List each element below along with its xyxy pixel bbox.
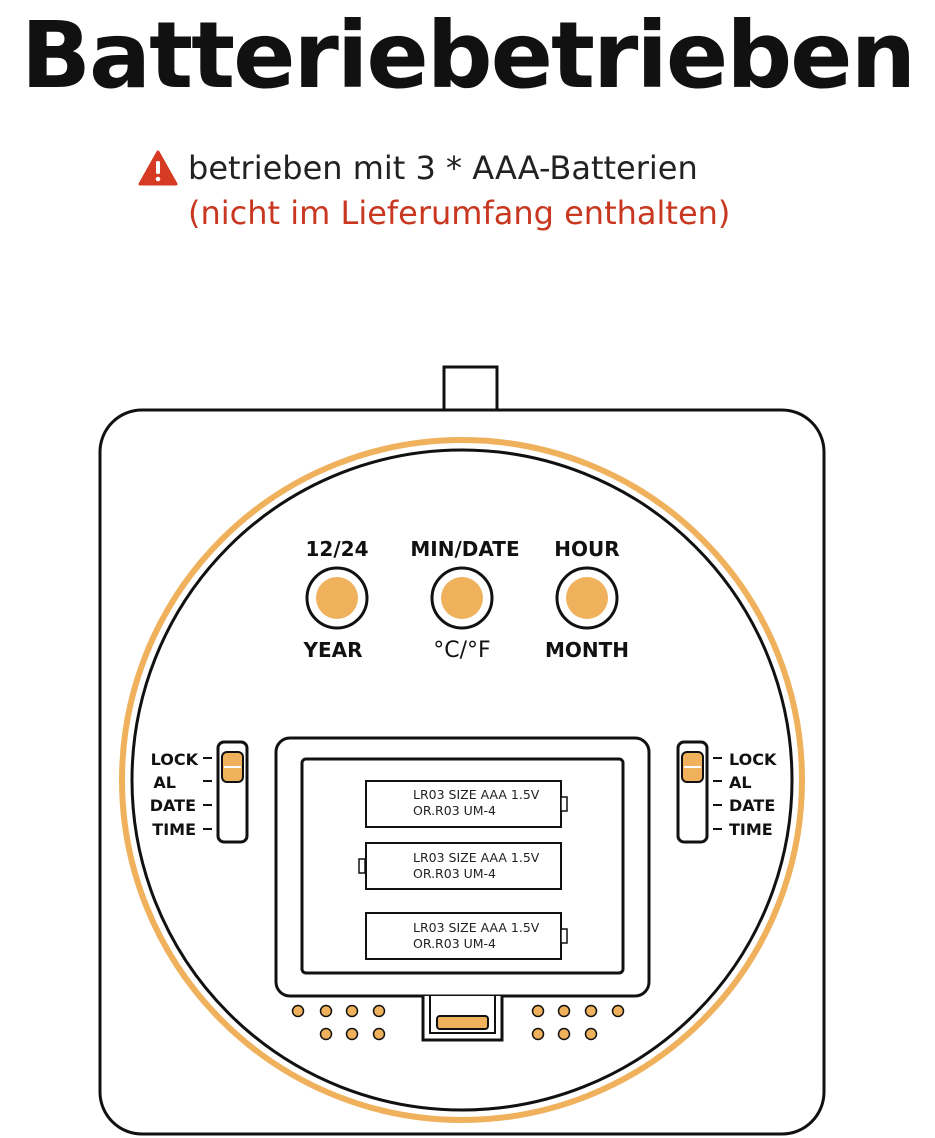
- inner-ring: [130, 448, 794, 1112]
- setting-button-1[interactable]: [305, 566, 369, 630]
- button-2-top-label: MIN/DATE: [410, 537, 519, 561]
- right-switch-label-time: TIME: [729, 820, 773, 839]
- orange-ring: [119, 437, 805, 1123]
- right-switch-label-date: DATE: [729, 796, 775, 815]
- left-switch-label-lock: LOCK: [151, 750, 199, 769]
- right-switch-label-lock: LOCK: [729, 750, 777, 769]
- battery-1-line2: OR.R03 UM-4: [413, 803, 496, 818]
- top-snooze-button[interactable]: [442, 365, 499, 413]
- button-1-top-label: 12/24: [306, 537, 369, 561]
- battery-cover-latch[interactable]: [421, 996, 504, 1042]
- right-switch-ticks: [713, 757, 722, 830]
- left-switch-label-date: DATE: [150, 796, 196, 815]
- battery-3: [365, 912, 568, 960]
- left-switch-ticks: [203, 757, 212, 830]
- battery-1: [365, 780, 568, 828]
- button-1-bottom-label: YEAR: [302, 638, 362, 662]
- button-2-bottom-label: °C/°F: [433, 638, 490, 663]
- left-switch-label-time: TIME: [152, 820, 196, 839]
- battery-3-line2: OR.R03 UM-4: [413, 936, 496, 951]
- battery-requirement-text: betrieben mit 3 * AAA-Batterien: [188, 149, 698, 187]
- battery-requirement: betrieben mit 3 * AAA-Batterien: [138, 146, 698, 190]
- right-switch-label-al: AL: [729, 773, 752, 792]
- setting-button-3[interactable]: [555, 566, 619, 630]
- battery-2: [358, 842, 562, 890]
- speaker-holes-left: [291, 1004, 386, 1041]
- warning-triangle-icon: [138, 150, 178, 186]
- battery-3-line1: LR03 SIZE AAA 1.5V: [413, 920, 540, 935]
- button-3-top-label: HOUR: [554, 537, 619, 561]
- battery-2-line1: LR03 SIZE AAA 1.5V: [413, 850, 540, 865]
- battery-2-line2: OR.R03 UM-4: [413, 866, 496, 881]
- battery-1-line1: LR03 SIZE AAA 1.5V: [413, 787, 540, 802]
- left-switch-label-al: AL: [153, 773, 176, 792]
- speaker-holes-right: [531, 1004, 625, 1041]
- button-3-bottom-label: MONTH: [545, 638, 629, 662]
- setting-button-2[interactable]: [430, 566, 494, 630]
- not-included-note: (nicht im Lieferumfang enthalten): [188, 194, 731, 232]
- page-title: Batteriebetrieben: [20, 2, 916, 109]
